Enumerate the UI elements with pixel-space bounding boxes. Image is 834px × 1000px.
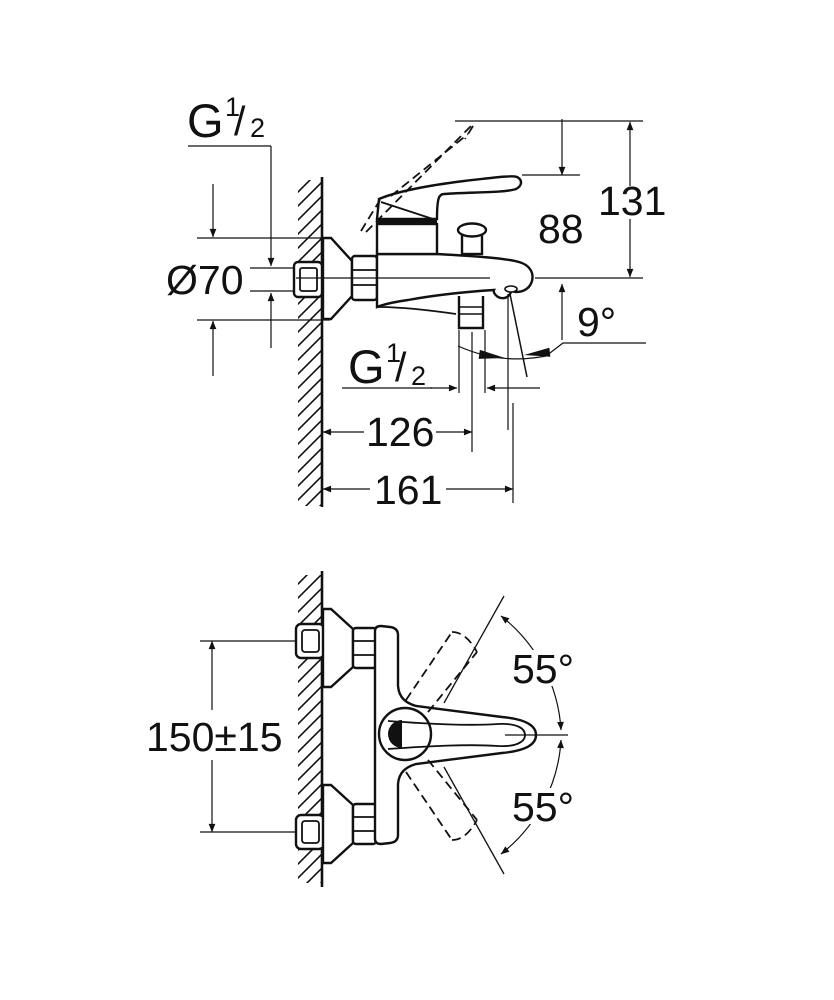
- pivot-mark: [388, 720, 402, 748]
- escutcheon-top: [321, 607, 355, 689]
- cap-seam: [376, 219, 437, 225]
- cartridge-housing: [375, 222, 439, 256]
- lever-dashed-down: [405, 759, 478, 841]
- length-126-label: 126: [366, 409, 434, 455]
- side-view: Ø70 G 1 / 2: [166, 92, 666, 513]
- thread-bottom-slash: /: [395, 344, 407, 390]
- dim-angle-9: 9°: [457, 293, 646, 430]
- thread-top-slash: /: [234, 98, 246, 144]
- thread-top-letter: G: [187, 94, 224, 147]
- aerator-outlet: [504, 285, 518, 293]
- spout: [375, 252, 534, 309]
- escutcheon-bottom: [321, 783, 355, 865]
- angle-arrow-right: [524, 347, 551, 357]
- lever-handle: [375, 175, 523, 221]
- lever-dashed-up: [405, 631, 478, 713]
- dim-angle-55-down: 55°: [443, 739, 579, 875]
- wall-union-side: [292, 236, 379, 321]
- wall-union-plan-top: [294, 607, 378, 689]
- union-nut-top: [351, 626, 378, 670]
- shower-outlet-stub: [457, 296, 485, 330]
- wall-hatch: [298, 180, 322, 506]
- thread-bottom-numerator: 1: [386, 338, 401, 368]
- thread-bottom-letter: G: [348, 340, 385, 393]
- connection-spacing-label: 150±15: [146, 714, 283, 760]
- lever-open-dashed-side: [360, 124, 474, 233]
- dim-diameter-70: Ø70: [166, 184, 330, 376]
- dim-height-131: 131: [455, 120, 666, 278]
- dim-connection-150: 150±15: [146, 640, 296, 833]
- height-131-label: 131: [598, 178, 666, 224]
- plan-view: 150±15: [146, 571, 579, 887]
- spout-angle-label: 9°: [577, 299, 616, 345]
- wall-section-side: [298, 177, 324, 507]
- lever-swing-lower-label: 55°: [512, 784, 574, 830]
- diverter-knob: [456, 222, 488, 238]
- dim-thread-bottom: G 1 / 2: [342, 330, 540, 452]
- thread-top-numerator: 1: [225, 92, 240, 122]
- thread-top-denominator: 2: [250, 113, 265, 143]
- thread-bottom-denominator: 2: [411, 361, 426, 391]
- diameter-70-label: Ø70: [166, 257, 244, 303]
- dim-thread-top: G 1 / 2: [187, 92, 293, 348]
- lever-swing-upper-label: 55°: [512, 646, 574, 692]
- dim-length-126: 126: [322, 409, 473, 455]
- dim-length-161: 161: [322, 403, 514, 513]
- dim-angle-55-up: 55°: [443, 595, 579, 731]
- angle-arrow-left: [478, 349, 505, 359]
- length-161-label: 161: [374, 467, 442, 513]
- dim-height-88: 88: [522, 119, 584, 340]
- wall-union-plan-bottom: [294, 783, 378, 865]
- faucet-body-side: [375, 175, 534, 330]
- height-88-label: 88: [538, 206, 584, 252]
- pivot-dome: [377, 706, 433, 762]
- union-nut-bottom: [351, 802, 378, 846]
